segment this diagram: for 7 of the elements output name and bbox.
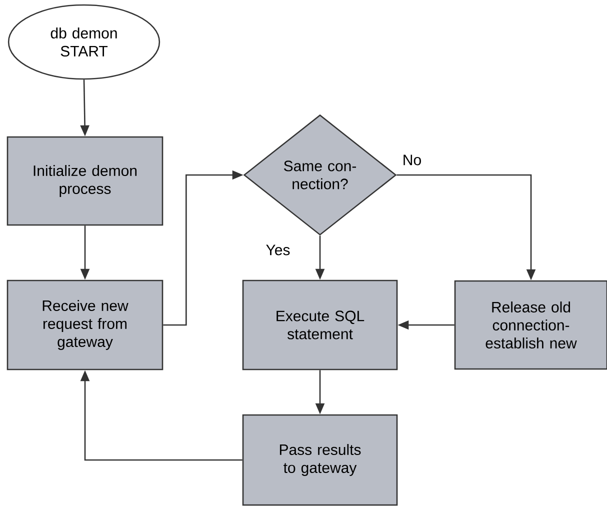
process-box: Execute SQL statement	[242, 280, 398, 370]
process-box: Receive new request from gateway	[6, 280, 164, 370]
edge-label: Yes	[264, 244, 292, 256]
edge-label: No	[401, 154, 423, 166]
process-box: Release old connection- establish new	[454, 280, 607, 370]
process-box: Initialize demon process	[6, 136, 164, 226]
process-box: Pass results to gateway	[242, 414, 398, 506]
